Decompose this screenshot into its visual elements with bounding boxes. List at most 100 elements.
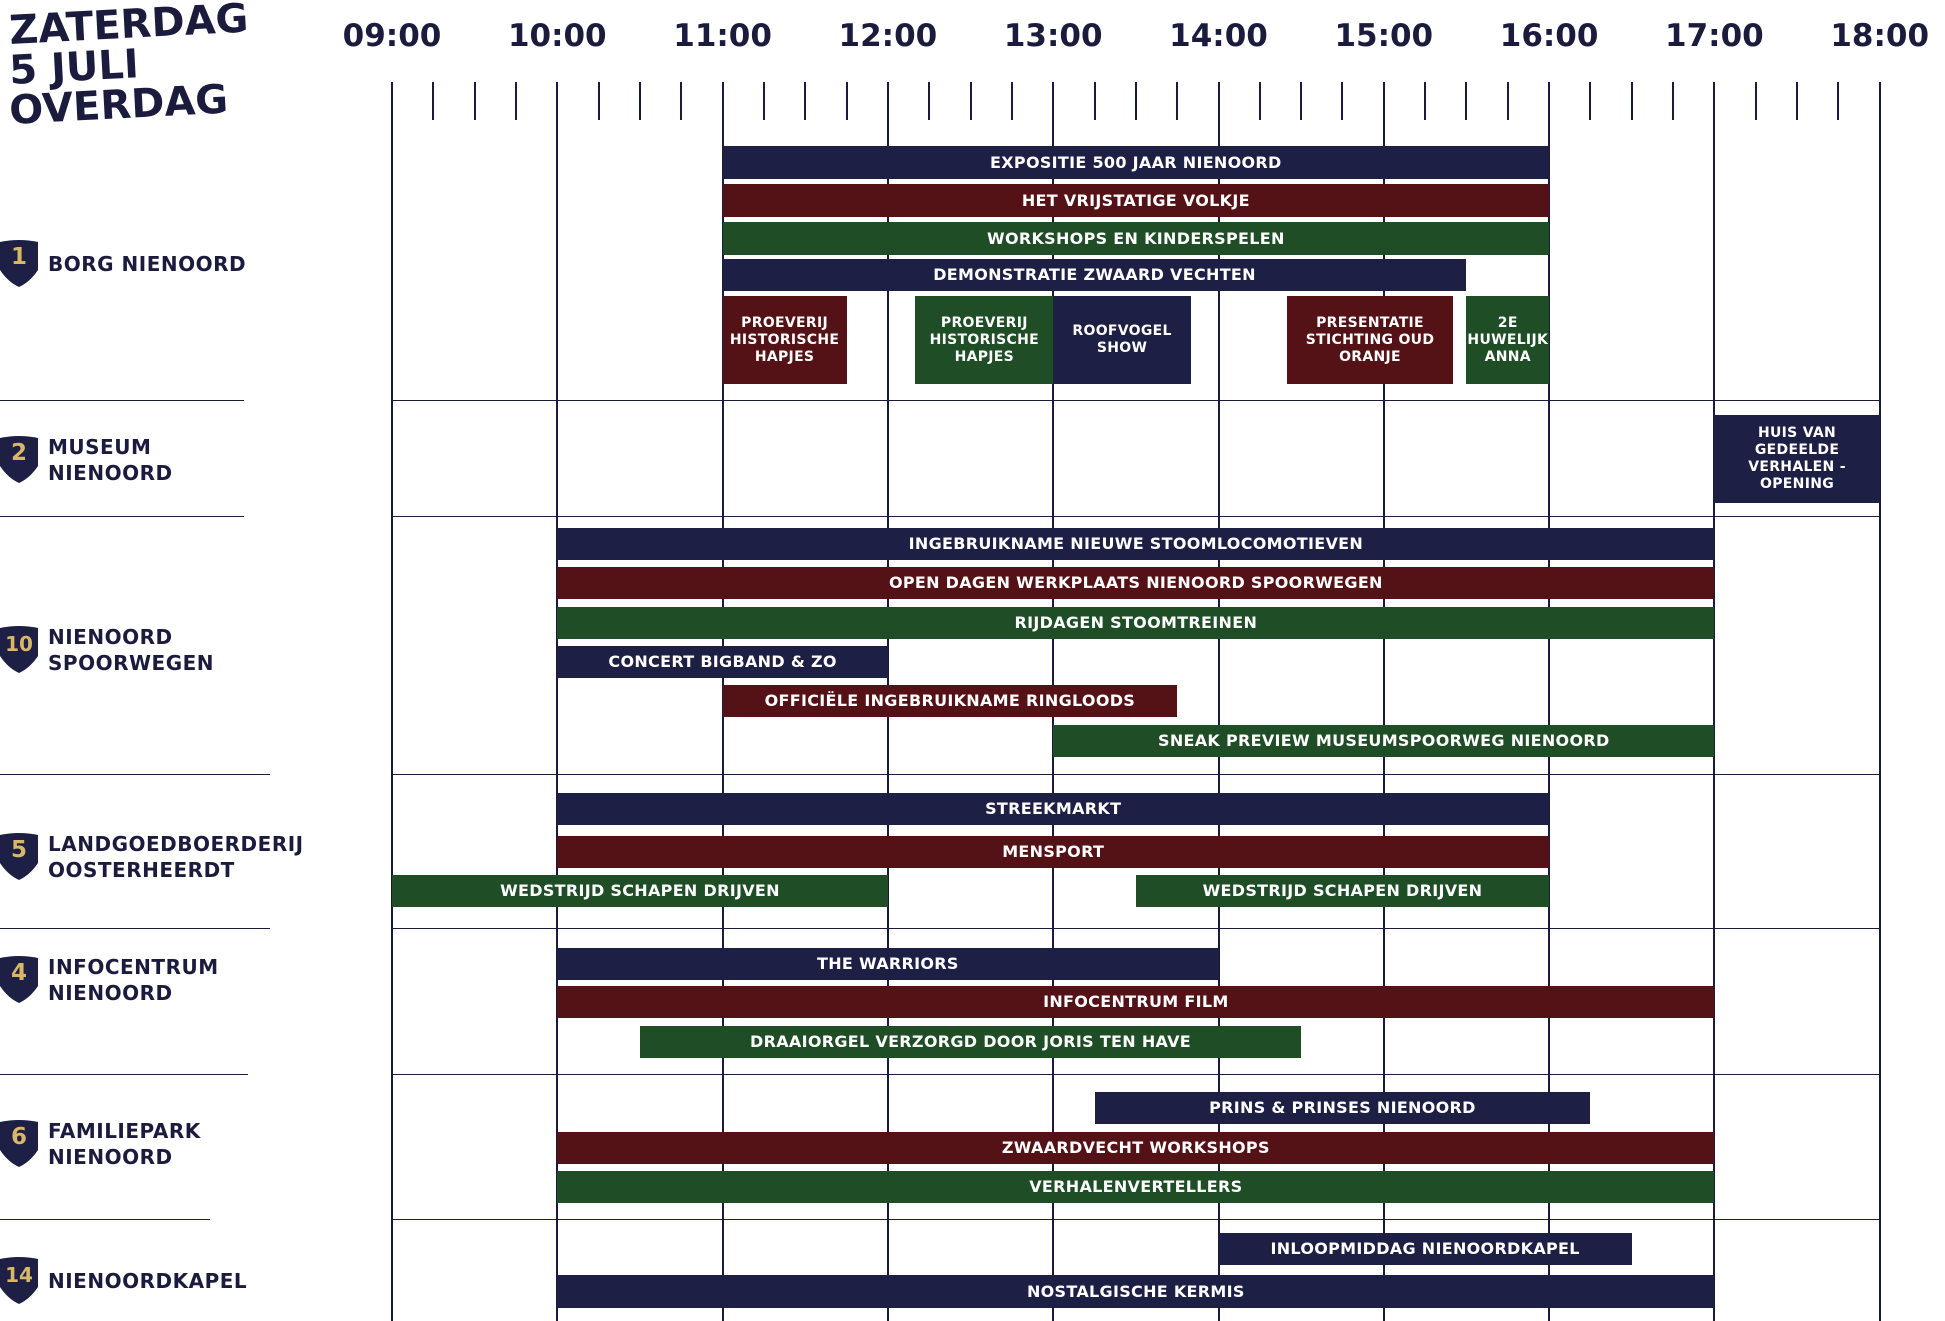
event-bar[interactable]: HET VRIJSTATIGE VOLKJE (722, 184, 1550, 217)
hour-gridline (391, 82, 393, 1321)
shield-icon: 1 (0, 240, 38, 288)
venue-number: 10 (5, 632, 33, 656)
venue-number: 6 (10, 1124, 27, 1150)
shield-icon: 4 (0, 956, 38, 1004)
event-bar[interactable]: CONCERT BIGBAND & ZO (557, 646, 888, 678)
event-bar[interactable]: 2E HUWELIJK ANNA (1466, 296, 1550, 384)
event-bar[interactable]: INFOCENTRUM FILM (557, 986, 1715, 1018)
quarter-tick (928, 82, 931, 120)
event-bar[interactable]: THE WARRIORS (557, 948, 1219, 980)
venue-separator (0, 774, 270, 775)
venue-separator (0, 1074, 248, 1075)
quarter-tick (1176, 82, 1179, 120)
event-bar[interactable]: PROEVERIJ HISTORISCHE HAPJES (915, 296, 1054, 384)
event-bar[interactable]: WEDSTRIJD SCHAPEN DRIJVEN (392, 875, 888, 907)
quarter-tick (1258, 82, 1261, 120)
quarter-tick (597, 82, 600, 120)
venue-name: LANDGOEDBOERDERIJ OOSTERHEERDT (48, 832, 304, 882)
event-bar[interactable]: OFFICIËLE INGEBRUIKNAME RINGLOODS (722, 685, 1178, 717)
venue-name: BORG NIENOORD (48, 252, 247, 276)
event-bar[interactable]: DRAAIORGEL VERZORGD DOOR JORIS TEN HAVE (639, 1026, 1302, 1058)
row-separator (392, 774, 1880, 775)
event-bar[interactable]: WORKSHOPS EN KINDERSPELEN (722, 222, 1550, 255)
event-bar[interactable]: MENSPORT (557, 836, 1550, 868)
venue-number: 2 (10, 440, 27, 466)
shield-icon: 5 (0, 833, 38, 881)
hour-label: 14:00 (1169, 18, 1268, 54)
event-bar[interactable]: PROEVERIJ HISTORISCHE HAPJES (722, 296, 847, 384)
quarter-tick (1630, 82, 1633, 120)
venue-number: 4 (10, 960, 27, 986)
venue-separator (0, 400, 244, 401)
hour-label: 18:00 (1830, 18, 1930, 54)
hour-label: 10:00 (507, 18, 607, 54)
quarter-tick (1010, 82, 1013, 120)
hour-gridline (1713, 82, 1716, 1321)
quarter-tick (680, 82, 683, 120)
venue-name: MUSEUM NIENOORD (48, 435, 173, 485)
event-bar[interactable]: PRESENTATIE STICHTING OUD ORANJE (1287, 296, 1453, 384)
quarter-tick (473, 82, 476, 120)
hour-label: 17:00 (1665, 18, 1764, 54)
title-line-period: OVERDAG (8, 77, 229, 134)
venue-label: 14 NIENOORDKAPEL (0, 1255, 247, 1307)
venue-number: 1 (10, 244, 27, 270)
venue-name: FAMILIEPARK NIENOORD (48, 1119, 201, 1169)
shield-icon: 10 (0, 626, 38, 674)
event-bar[interactable]: HUIS VAN GEDEELDE VERHALEN - OPENING (1714, 415, 1880, 503)
venue-separator (0, 516, 244, 517)
venue-label: 6 FAMILIEPARK NIENOORD (0, 1118, 201, 1170)
event-bar[interactable]: VERHALENVERTELLERS (557, 1171, 1715, 1203)
event-bar[interactable]: INLOOPMIDDAG NIENOORDKAPEL (1218, 1233, 1632, 1265)
event-bar[interactable]: NOSTALGISCHE KERMIS (557, 1275, 1715, 1308)
shield-icon: 6 (0, 1120, 38, 1168)
event-bar[interactable]: STREEKMARKT (557, 793, 1550, 825)
quarter-tick (1506, 82, 1509, 120)
title-text: ZATERDAG 5 JULI OVERDAG (8, 0, 249, 134)
hour-gridline (1548, 82, 1551, 1321)
event-bar[interactable]: ZWAARDVECHT WORKSHOPS (557, 1132, 1715, 1164)
row-separator (392, 1074, 1880, 1075)
event-bar[interactable]: INGEBRUIKNAME NIEUWE STOOMLOCOMOTIEVEN (557, 528, 1715, 560)
quarter-tick (1672, 82, 1675, 120)
hour-gridline (1217, 82, 1220, 1321)
event-bar[interactable]: DEMONSTRATIE ZWAARD VECHTEN (722, 259, 1467, 291)
event-bar[interactable]: ROOFVOGEL SHOW (1053, 296, 1191, 384)
venue-name: NIENOORD SPOORWEGEN (48, 625, 215, 675)
row-separator (392, 516, 1880, 517)
quarter-tick (845, 82, 848, 120)
hour-label: 16:00 (1499, 18, 1599, 54)
venue-number: 14 (5, 1263, 33, 1287)
quarter-tick (638, 82, 641, 120)
event-bar[interactable]: WEDSTRIJD SCHAPEN DRIJVEN (1135, 875, 1550, 907)
venue-name: INFOCENTRUM NIENOORD (48, 955, 219, 1005)
event-bar[interactable]: EXPOSITIE 500 JAAR NIENOORD (722, 146, 1550, 179)
quarter-tick (1796, 82, 1799, 120)
event-bar[interactable]: PRINS & PRINSES NIENOORD (1094, 1092, 1591, 1124)
hour-label: 09:00 (342, 18, 442, 54)
event-bar[interactable]: RIJDAGEN STOOMTREINEN (557, 607, 1715, 639)
page-title: ZATERDAG 5 JULI OVERDAG (8, 0, 268, 135)
shield-icon: 2 (0, 436, 38, 484)
event-bar[interactable]: SNEAK PREVIEW MUSEUMSPOORWEG NIENOORD (1053, 725, 1715, 757)
quarter-tick (1589, 82, 1592, 120)
quarter-tick (1754, 82, 1757, 120)
hour-gridline (1878, 82, 1881, 1321)
venue-label: 10 NIENOORD SPOORWEGEN (0, 624, 214, 676)
quarter-tick (514, 82, 517, 120)
row-separator (392, 400, 1880, 401)
hour-label: 13:00 (1003, 18, 1103, 54)
quarter-tick (1300, 82, 1303, 120)
quarter-tick (1837, 82, 1840, 120)
row-separator (392, 928, 1880, 929)
event-bar[interactable]: OPEN DAGEN WERKPLAATS NIENOORD SPOORWEGE… (557, 567, 1715, 599)
venue-name: NIENOORDKAPEL (48, 1269, 248, 1293)
venue-label: 4 INFOCENTRUM NIENOORD (0, 954, 219, 1006)
quarter-tick (804, 82, 807, 120)
quarter-tick (1134, 82, 1137, 120)
quarter-tick (1424, 82, 1427, 120)
quarter-tick (969, 82, 972, 120)
venue-label: 2 MUSEUM NIENOORD (0, 434, 173, 486)
title-line-date: 5 JULI (8, 41, 140, 94)
